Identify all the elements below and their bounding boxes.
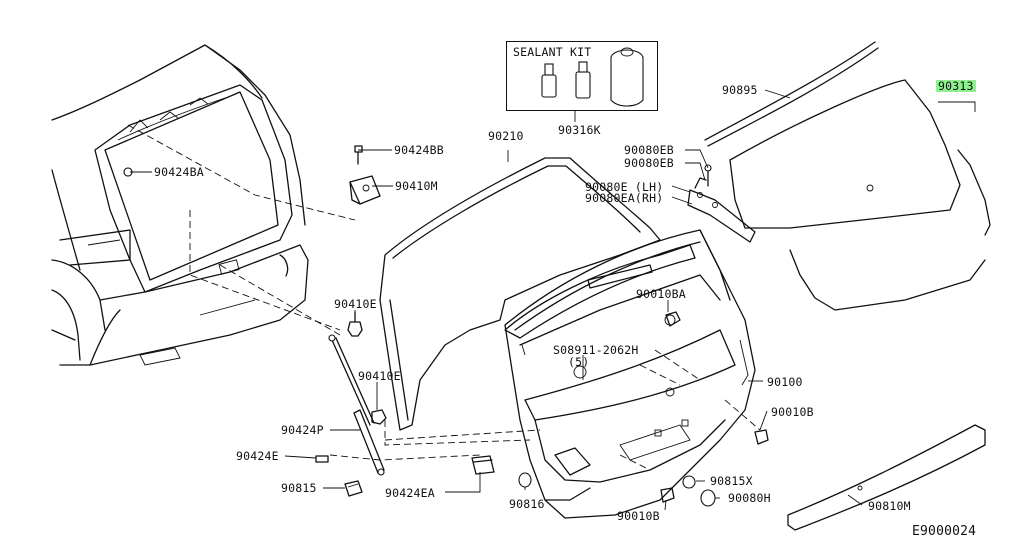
bolt-90010b-right-part <box>754 429 769 445</box>
back-window-glass-90313-part <box>729 79 991 311</box>
part-label-90410m[interactable]: 90410M <box>395 179 438 193</box>
part-label-90424p[interactable]: 90424P <box>281 423 324 437</box>
part-label-90080e-lh[interactable]: 90080E (LH) <box>585 180 664 194</box>
part-label-90815x[interactable]: 90815X <box>710 474 753 488</box>
molding-90895-part <box>704 41 879 147</box>
clip-90424e-part <box>315 455 329 463</box>
bolt-90010b-lower-part <box>660 487 675 503</box>
clip-90424ea-part <box>471 455 495 475</box>
part-label-08911-2062h[interactable]: S08911-2062H <box>553 343 639 357</box>
hinge-90080e-part <box>687 164 756 243</box>
part-label-90424ba[interactable]: 90424BA <box>154 165 204 179</box>
part-label-90010b-right[interactable]: 90010B <box>771 405 814 419</box>
part-label-90010ba[interactable]: 90010BA <box>636 287 686 301</box>
part-label-90080eb-1[interactable]: 90080EB <box>624 143 674 157</box>
assembly-dashed-lines <box>127 124 761 471</box>
part-label-90080h[interactable]: 90080H <box>728 491 771 505</box>
part-label-90424bb[interactable]: 90424BB <box>394 143 444 157</box>
plug-90080h-part <box>700 489 716 507</box>
leader-lines <box>130 89 976 511</box>
sealant-kit-box <box>506 41 658 111</box>
gas-strut-90424p-part <box>328 334 385 476</box>
bumper-90815-part <box>344 480 363 497</box>
part-label-90080ea-rh[interactable]: 90080EA(RH) <box>585 191 664 205</box>
part-label-90424e[interactable]: 90424E <box>236 449 279 463</box>
weatherstrip-90210-part <box>379 157 661 431</box>
part-label-90895[interactable]: 90895 <box>722 83 758 97</box>
part-label-90210[interactable]: 90210 <box>488 129 524 143</box>
part-label-90810m[interactable]: 90810M <box>868 499 911 513</box>
part-quantity-08911: (5) <box>568 355 590 369</box>
vehicle-rear-illustration <box>51 44 309 366</box>
part-label-90410e-lower[interactable]: 90410E <box>358 369 401 383</box>
part-label-90080eb-2[interactable]: 90080EB <box>624 156 674 170</box>
cap-90815x-part <box>682 475 696 489</box>
bolt-90010ba-part <box>665 311 681 327</box>
diagram-code: E9000024 <box>912 524 977 539</box>
part-label-90010b-lower[interactable]: 90010B <box>617 509 660 523</box>
part-label-90313[interactable]: 90313 <box>936 79 976 93</box>
part-label-90424ea[interactable]: 90424EA <box>385 486 435 500</box>
part-label-90100[interactable]: 90100 <box>767 375 803 389</box>
plug-90816-part <box>518 472 532 488</box>
part-label-90316k[interactable]: 90316K <box>558 123 601 137</box>
bolt-90424bb-part <box>354 145 363 165</box>
part-label-90816[interactable]: 90816 <box>509 497 545 511</box>
part-label-90815[interactable]: 90815 <box>281 481 317 495</box>
bracket-90410m-part <box>349 175 381 205</box>
ball-joint-90410e-lower-part <box>371 409 387 425</box>
garnish-90810m-part <box>787 424 986 531</box>
part-label-90410e-upper[interactable]: 90410E <box>334 297 377 311</box>
sealant-kit-bottles <box>541 47 644 107</box>
upper-spoiler-part <box>504 244 696 339</box>
sealant-kit-title: SEALANT KIT <box>513 45 592 59</box>
